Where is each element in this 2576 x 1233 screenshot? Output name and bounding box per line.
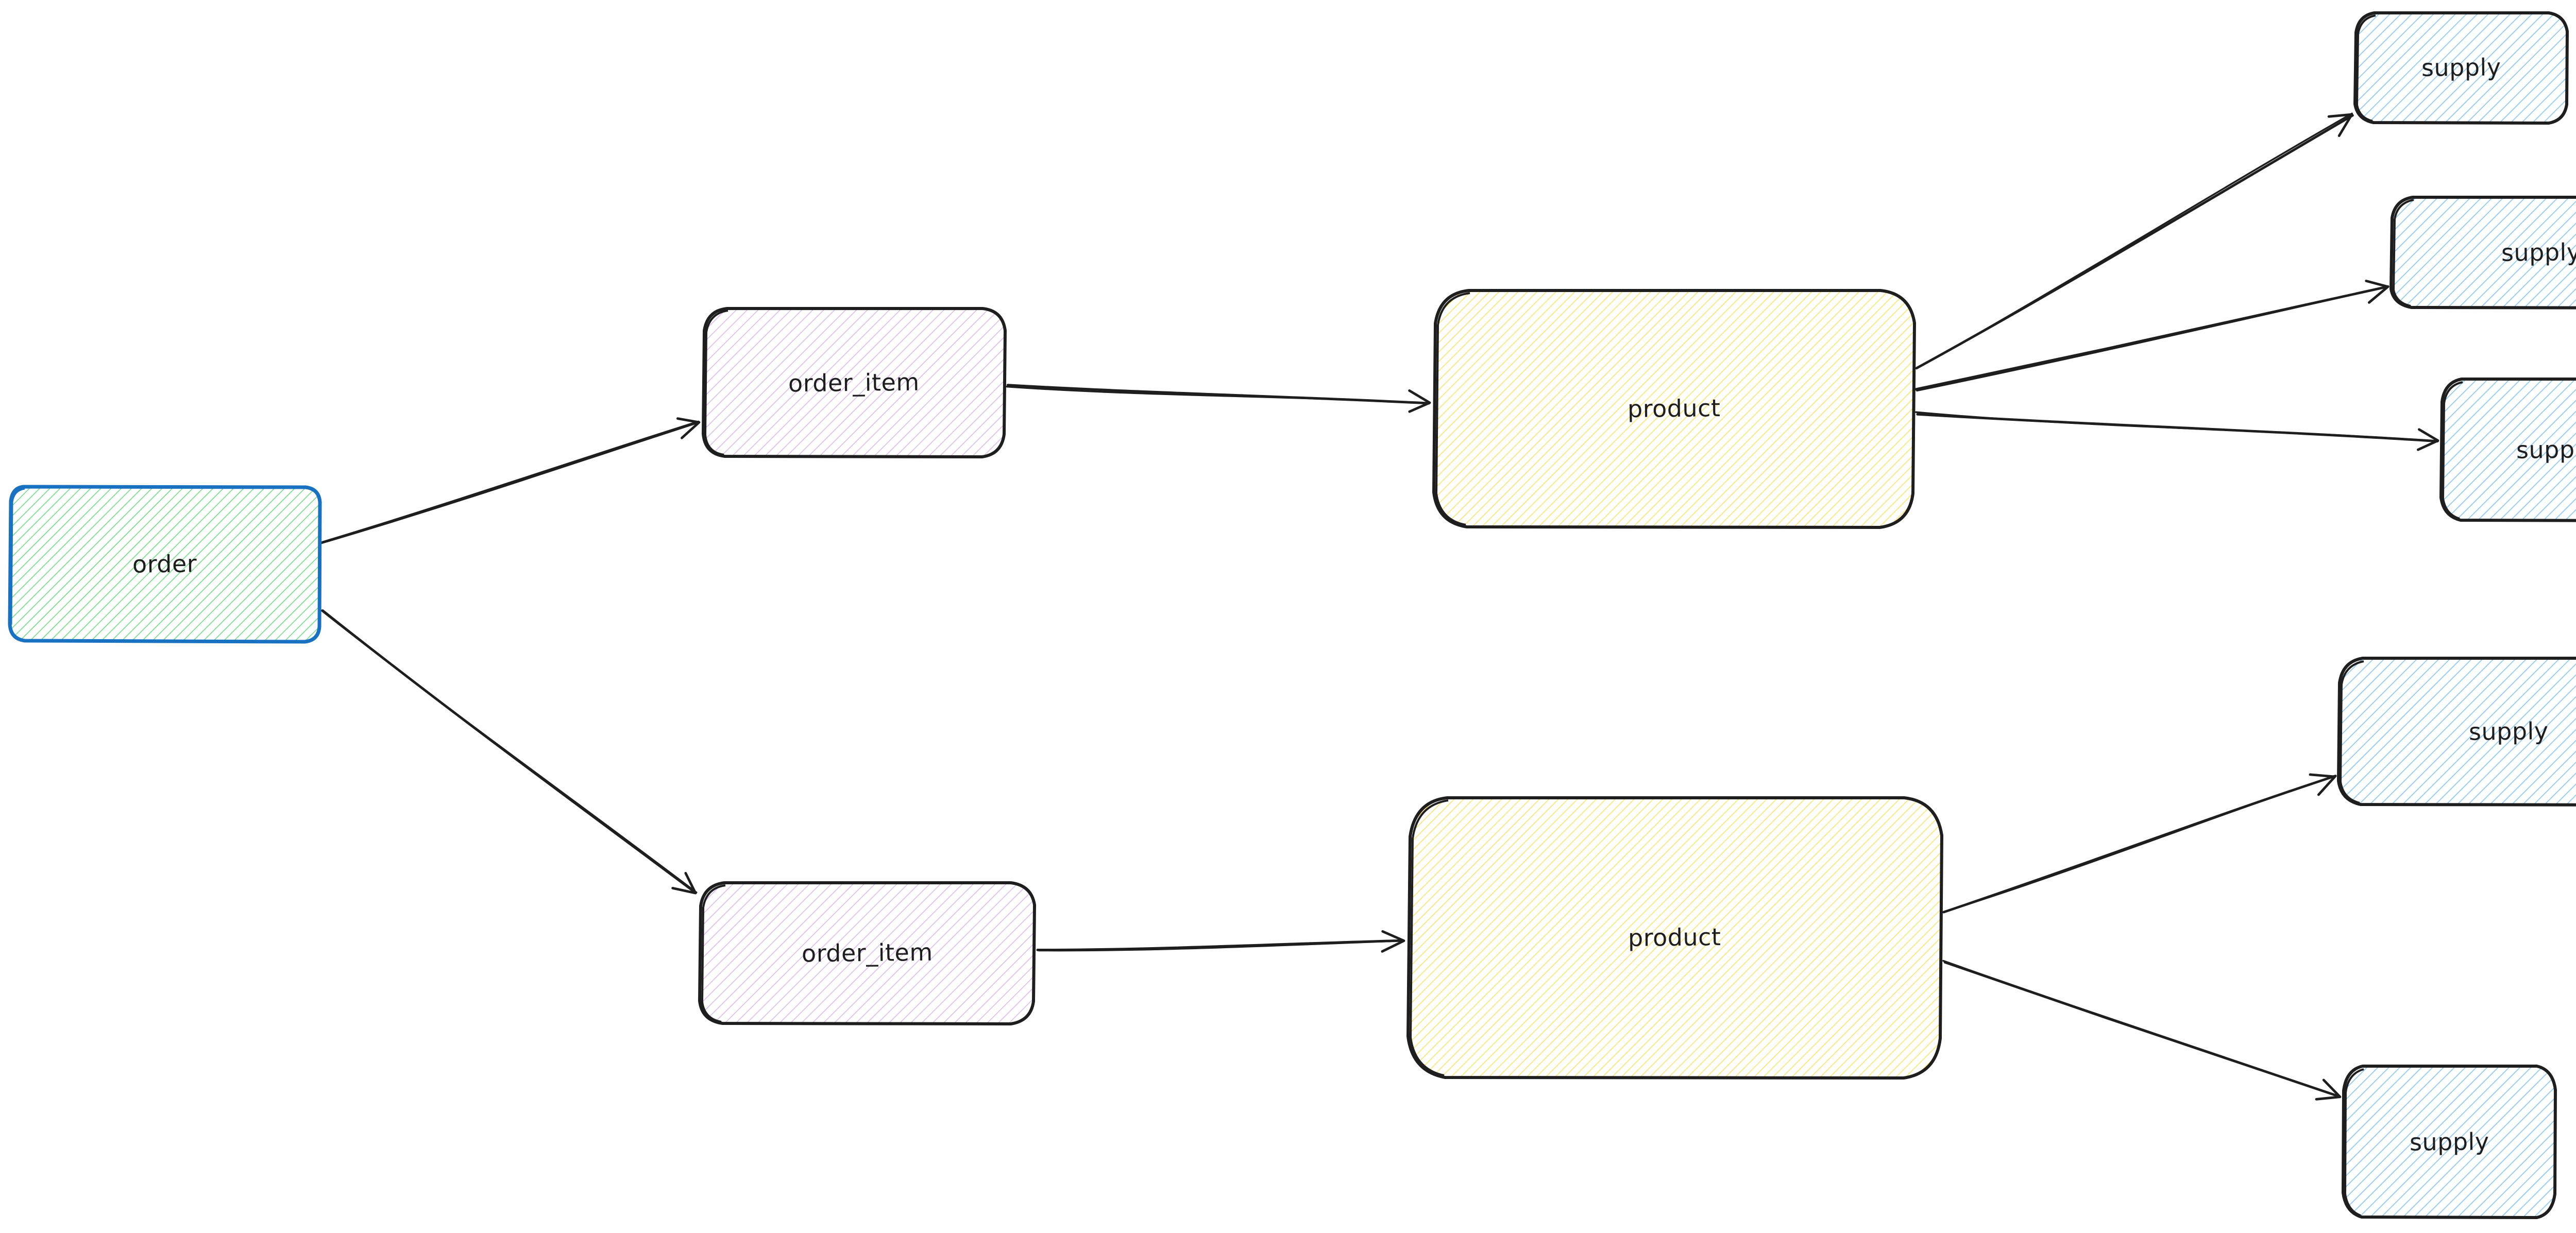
product-1-shape (1432, 289, 1916, 529)
arrowhead-e2 (671, 871, 697, 895)
edge-e4-stroke (1036, 939, 1404, 951)
order-shape (8, 485, 322, 644)
node-label-order-item-2: order_item (801, 938, 933, 968)
edge-e5-stroke (1917, 112, 2353, 369)
supply-3-shape (2439, 378, 2576, 522)
node-supply-2[interactable]: supply (2387, 193, 2576, 312)
edge-e8-stroke (1942, 775, 2337, 914)
order-item-2-shape (698, 881, 1036, 1025)
node-label-order-item-1: order_item (788, 368, 920, 397)
supply-4-shape (2337, 657, 2576, 807)
node-order[interactable]: order (5, 482, 325, 646)
edge-e5-stroke (1915, 114, 2354, 370)
product-2-shape (1406, 796, 1943, 1080)
node-order-item-1[interactable]: order_item (698, 304, 1010, 461)
edge-e3-stroke (1006, 386, 1430, 405)
node-label-product-2: product (1628, 923, 1721, 952)
node-product-1[interactable]: product (1429, 286, 1919, 531)
arrowhead-e1 (676, 417, 701, 439)
edge-e6-stroke (1916, 285, 2389, 392)
arrowhead-e8 (2309, 773, 2336, 796)
supply-5-shape (2342, 1065, 2557, 1219)
arrowhead-e7 (2417, 428, 2439, 451)
node-supply-3[interactable]: supply (2437, 375, 2576, 524)
edge-e9-stroke (1942, 960, 2341, 1098)
node-supply-4[interactable]: supply (2334, 654, 2576, 809)
node-label-supply-2: supply (2501, 238, 2576, 267)
node-supply-1[interactable]: supply (2351, 9, 2571, 126)
arrowhead-e5 (2327, 113, 2353, 137)
arrowhead-e9 (2315, 1078, 2342, 1101)
node-label-supply-3: supply (2516, 435, 2576, 464)
node-label-product-1: product (1627, 394, 1721, 423)
supply-1-shape (2353, 11, 2569, 125)
arrowhead-e4 (1381, 930, 1405, 953)
node-label-supply-1: supply (2421, 53, 2501, 82)
arrowhead-e3 (1408, 389, 1431, 413)
node-product-2[interactable]: product (1403, 793, 1946, 1082)
node-label-order: order (132, 550, 197, 578)
edge-e3-stroke (1006, 384, 1430, 405)
node-label-supply-4: supply (2468, 717, 2549, 746)
edge-e7-stroke (1915, 411, 2439, 442)
edge-e8-stroke (1943, 775, 2336, 913)
node-label-supply-5: supply (2409, 1127, 2489, 1156)
supply-2-shape (2389, 196, 2576, 310)
order-item-1-shape (702, 307, 1007, 458)
edge-e9-stroke (1943, 961, 2341, 1098)
edge-e2-stroke (321, 609, 697, 894)
edge-e7-stroke (1916, 413, 2439, 443)
node-supply-5[interactable]: supply (2339, 1062, 2560, 1222)
arrowhead-e6 (2365, 280, 2389, 304)
node-order-item-2[interactable]: order_item (694, 878, 1040, 1028)
edge-e2-stroke (320, 609, 698, 894)
edge-e6-stroke (1914, 285, 2389, 391)
edge-e1-stroke (321, 420, 700, 544)
edge-e4-stroke (1038, 939, 1405, 952)
edge-e1-stroke (320, 421, 701, 544)
